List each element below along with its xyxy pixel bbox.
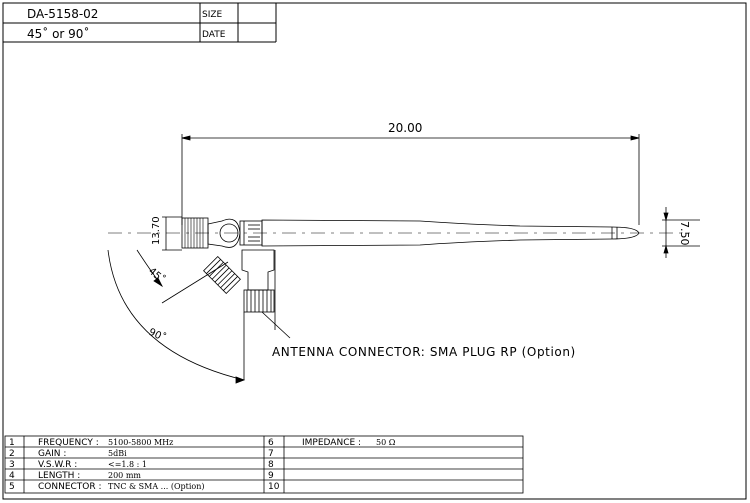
hinge-joint (207, 218, 241, 248)
right-row-number: 8 (268, 460, 274, 470)
left-row-label: CONNECTOR : (38, 482, 102, 492)
spec-table-grid (4, 435, 524, 494)
left-row-label: LENGTH : (38, 471, 80, 481)
left-row-label: V.S.W.R : (38, 460, 77, 470)
left-row-value: <=1.8 : 1 (108, 460, 147, 469)
left-row-number: 4 (9, 471, 15, 481)
left-row-label: FREQUENCY : (38, 438, 99, 448)
title-block (3, 3, 277, 43)
angle-arc-90 (107, 249, 245, 381)
height-dimension-value: 13.70 (151, 216, 162, 245)
date-label: DATE (202, 30, 226, 40)
angle-variant: 45˚ or 90˚ (27, 26, 89, 41)
right-row-value: 50 Ω (376, 438, 396, 447)
right-row-label: IMPEDANCE : (302, 438, 361, 448)
knurl-lines (184, 218, 204, 248)
spec-table-left: 1 FREQUENCY : 5100-5800 MHz 2 GAIN : 5dBi 3 V.S… (9, 438, 205, 492)
right-row-number: 7 (268, 449, 274, 459)
left-row-value: 5100-5800 MHz (108, 438, 173, 447)
left-row-value: 5dBi (108, 449, 127, 458)
left-row-number: 3 (9, 460, 15, 470)
left-row-value: 200 mm (108, 471, 141, 480)
left-row-number: 5 (9, 482, 15, 492)
angle-90-label: 90˚ (147, 326, 168, 344)
left-row-number: 2 (9, 449, 15, 459)
right-row-number: 6 (268, 438, 274, 448)
right-row-number: 10 (268, 482, 280, 492)
part-number: DA-5158-02 (27, 7, 98, 21)
right-row-number: 9 (268, 471, 274, 481)
left-row-number: 1 (9, 438, 15, 448)
tip-dimension-value: 7.50 (678, 221, 691, 246)
left-row-value: TNC & SMA ... (Option) (108, 482, 205, 491)
antenna-radome (261, 219, 640, 247)
left-row-label: GAIN : (38, 449, 66, 459)
size-label: SIZE (202, 10, 223, 20)
length-dimension-value: 20.00 (388, 121, 422, 135)
folded-connector-45 (203, 256, 241, 294)
folded-connector-90 (241, 249, 275, 291)
antenna-drawing (107, 134, 700, 384)
connector-note: ANTENNA CONNECTOR: SMA PLUG RP (Option) (272, 345, 576, 359)
